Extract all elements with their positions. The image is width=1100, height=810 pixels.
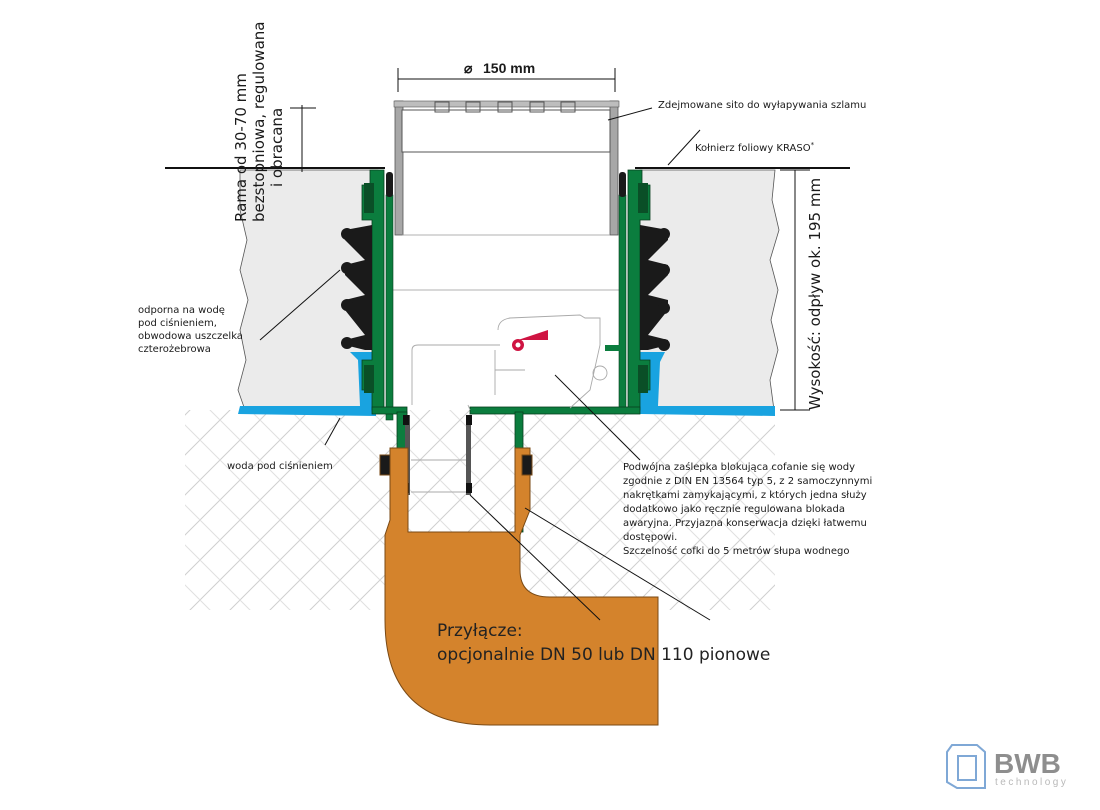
- frame-range-dimension: [290, 105, 316, 172]
- flange-callout: Kołnierz foliowy KRASO*: [695, 141, 815, 154]
- svg-text:i obracana: i obracana: [268, 108, 286, 187]
- svg-text:bezstopniowa, regulowana: bezstopniowa, regulowana: [250, 22, 268, 222]
- svg-text:BWB: BWB: [994, 748, 1061, 779]
- svg-text:Rama od 30-70 mm: Rama od 30-70 mm: [232, 73, 250, 222]
- svg-text:dodatkowo jako ręcznie regulow: dodatkowo jako ręcznie regulowana blokad…: [623, 504, 845, 515]
- diameter-symbol: ⌀: [464, 60, 473, 76]
- svg-text:Przyłącze:: Przyłącze:: [437, 621, 523, 641]
- lever-icon: [512, 330, 548, 351]
- svg-text:zgodnie z DIN EN 13564 typ 5,: zgodnie z DIN EN 13564 typ 5, z 2 samocz…: [623, 476, 872, 487]
- grate-slots: [434, 101, 576, 113]
- grate-frame: [392, 100, 622, 291]
- water-callout: woda pod ciśnieniem: [227, 460, 333, 472]
- seal-ribs-left: [341, 225, 372, 350]
- backflow-valve: [411, 314, 608, 411]
- svg-text:Szczelność cofki do 5 metrów s: Szczelność cofki do 5 metrów słupa wodne…: [623, 545, 850, 557]
- drain-body-left: [361, 169, 394, 421]
- svg-text:awaryjna. Przyjazna konserwacj: awaryjna. Przyjazna konserwacja dzięki ł…: [623, 518, 867, 529]
- svg-text:Podwójna zaślepka blokująca co: Podwójna zaślepka blokująca cofanie się …: [623, 461, 855, 473]
- svg-text:technology: technology: [995, 777, 1068, 788]
- connection-callout: Przyłącze: opcjonalnie DN 50 lub DN 110 …: [437, 621, 770, 665]
- frame-range-label: Rama od 30-70 mm bezstopniowa, regulowan…: [232, 22, 286, 222]
- seal-callout: odporna na wodę pod ciśnieniem, obwodowa…: [138, 305, 243, 355]
- sieve-callout: Zdejmowane sito do wyłapywania szlamu: [658, 100, 866, 111]
- logo-cube-icon: [946, 744, 986, 789]
- connection-pipe: [379, 447, 659, 726]
- height-dimension: [780, 169, 810, 411]
- svg-text:obwodowa uszczelka: obwodowa uszczelka: [138, 331, 243, 342]
- concrete-right: [639, 169, 780, 411]
- seal-ribs-right: [640, 225, 670, 351]
- bwb-logo: BWB technology: [946, 744, 1068, 789]
- svg-text:odporna na wodę: odporna na wodę: [138, 305, 225, 316]
- svg-text:nakrętkami zamykającymi, z któ: nakrętkami zamykającymi, z których jedna…: [623, 489, 867, 501]
- svg-text:opcjonalnie DN 50 lub DN 110 p: opcjonalnie DN 50 lub DN 110 pionowe: [437, 645, 770, 665]
- svg-text:pod ciśnieniem,: pod ciśnieniem,: [138, 317, 217, 329]
- leader-lines: [259, 107, 711, 621]
- diameter-label: 150 mm: [483, 60, 535, 76]
- backflow-callout: Podwójna zaślepka blokująca cofanie się …: [623, 461, 872, 557]
- svg-text:dostępowi.: dostępowi.: [623, 532, 677, 543]
- height-label: Wysokość: odpływ ok. 195 mm: [806, 178, 824, 410]
- svg-text:czterożebrowa: czterożebrowa: [138, 344, 211, 355]
- diameter-dimension: [397, 68, 616, 92]
- drain-body-right: [605, 169, 651, 411]
